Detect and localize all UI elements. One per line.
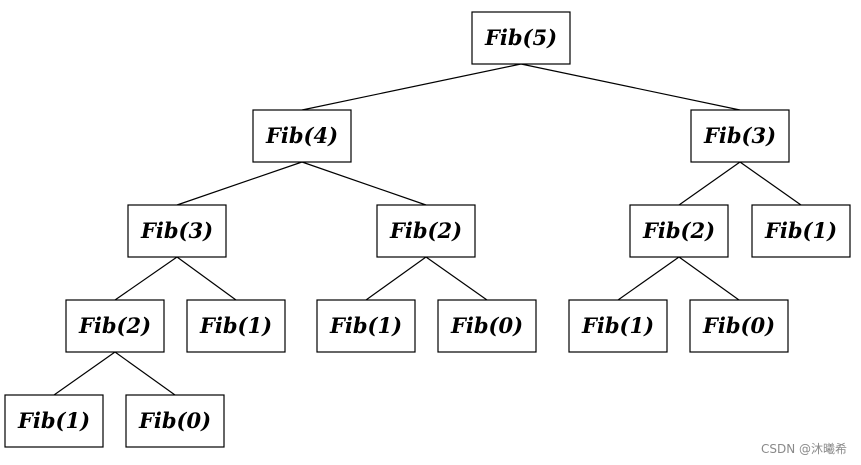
tree-edges (53, 63, 802, 396)
tree-node: Fib(0) (689, 299, 789, 353)
edge-n5-n11 (425, 256, 488, 301)
node-box (127, 204, 227, 258)
node-box (568, 299, 668, 353)
edge-n8-n15 (114, 351, 176, 396)
node-box (689, 299, 789, 353)
node-label: Fib(0) (138, 408, 211, 433)
tree-node: Fib(1) (316, 299, 416, 353)
node-box (690, 109, 790, 163)
edge-n2-n4 (176, 161, 303, 206)
tree-nodes: Fib(5) Fib(4) Fib(3) Fib(3) Fib(2) Fib(2) Fib(… (4, 11, 851, 448)
edge-n6-n12 (617, 256, 680, 301)
node-label: Fib(2) (78, 313, 151, 338)
tree-node: Fib(0) (125, 394, 225, 448)
watermark: CSDN @沐曦希 (760, 442, 847, 456)
tree-node: Fib(3) (690, 109, 790, 163)
node-box (252, 109, 352, 163)
edge-n3-n6 (678, 161, 741, 206)
node-label: Fib(0) (702, 313, 775, 338)
tree-node: Fib(2) (376, 204, 476, 258)
edge-n2-n5 (301, 161, 427, 206)
tree-node: Fib(2) (65, 299, 165, 353)
node-box (376, 204, 476, 258)
node-label: Fib(1) (199, 313, 272, 338)
node-label: Fib(1) (581, 313, 654, 338)
node-label: Fib(3) (140, 218, 213, 243)
edge-n3-n7 (739, 161, 802, 206)
node-label: Fib(5) (484, 25, 557, 50)
tree-node: Fib(1) (186, 299, 286, 353)
node-label: Fib(1) (764, 218, 837, 243)
node-box (65, 299, 165, 353)
node-label: Fib(1) (17, 408, 90, 433)
edge-n5-n10 (365, 256, 427, 301)
node-box (751, 204, 851, 258)
node-label: Fib(1) (329, 313, 402, 338)
node-box (471, 11, 571, 65)
tree-node: Fib(1) (568, 299, 668, 353)
tree-node: Fib(5) (471, 11, 571, 65)
edge-n4-n8 (114, 256, 178, 301)
edge-n4-n9 (176, 256, 237, 301)
edge-n6-n13 (678, 256, 740, 301)
node-label: Fib(3) (703, 123, 776, 148)
node-label: Fib(4) (265, 123, 338, 148)
node-label: Fib(2) (389, 218, 462, 243)
tree-node: Fib(0) (437, 299, 537, 353)
node-box (437, 299, 537, 353)
node-box (4, 394, 104, 448)
edge-n8-n14 (53, 351, 116, 396)
node-label: Fib(0) (450, 313, 523, 338)
node-label: Fib(2) (642, 218, 715, 243)
tree-node: Fib(2) (629, 204, 729, 258)
edge-n1-n2 (301, 63, 522, 111)
tree-node: Fib(4) (252, 109, 352, 163)
tree-node: Fib(1) (751, 204, 851, 258)
tree-node: Fib(3) (127, 204, 227, 258)
node-box (316, 299, 416, 353)
node-box (629, 204, 729, 258)
node-box (186, 299, 286, 353)
edge-n1-n3 (520, 63, 741, 111)
node-box (125, 394, 225, 448)
tree-node: Fib(1) (4, 394, 104, 448)
